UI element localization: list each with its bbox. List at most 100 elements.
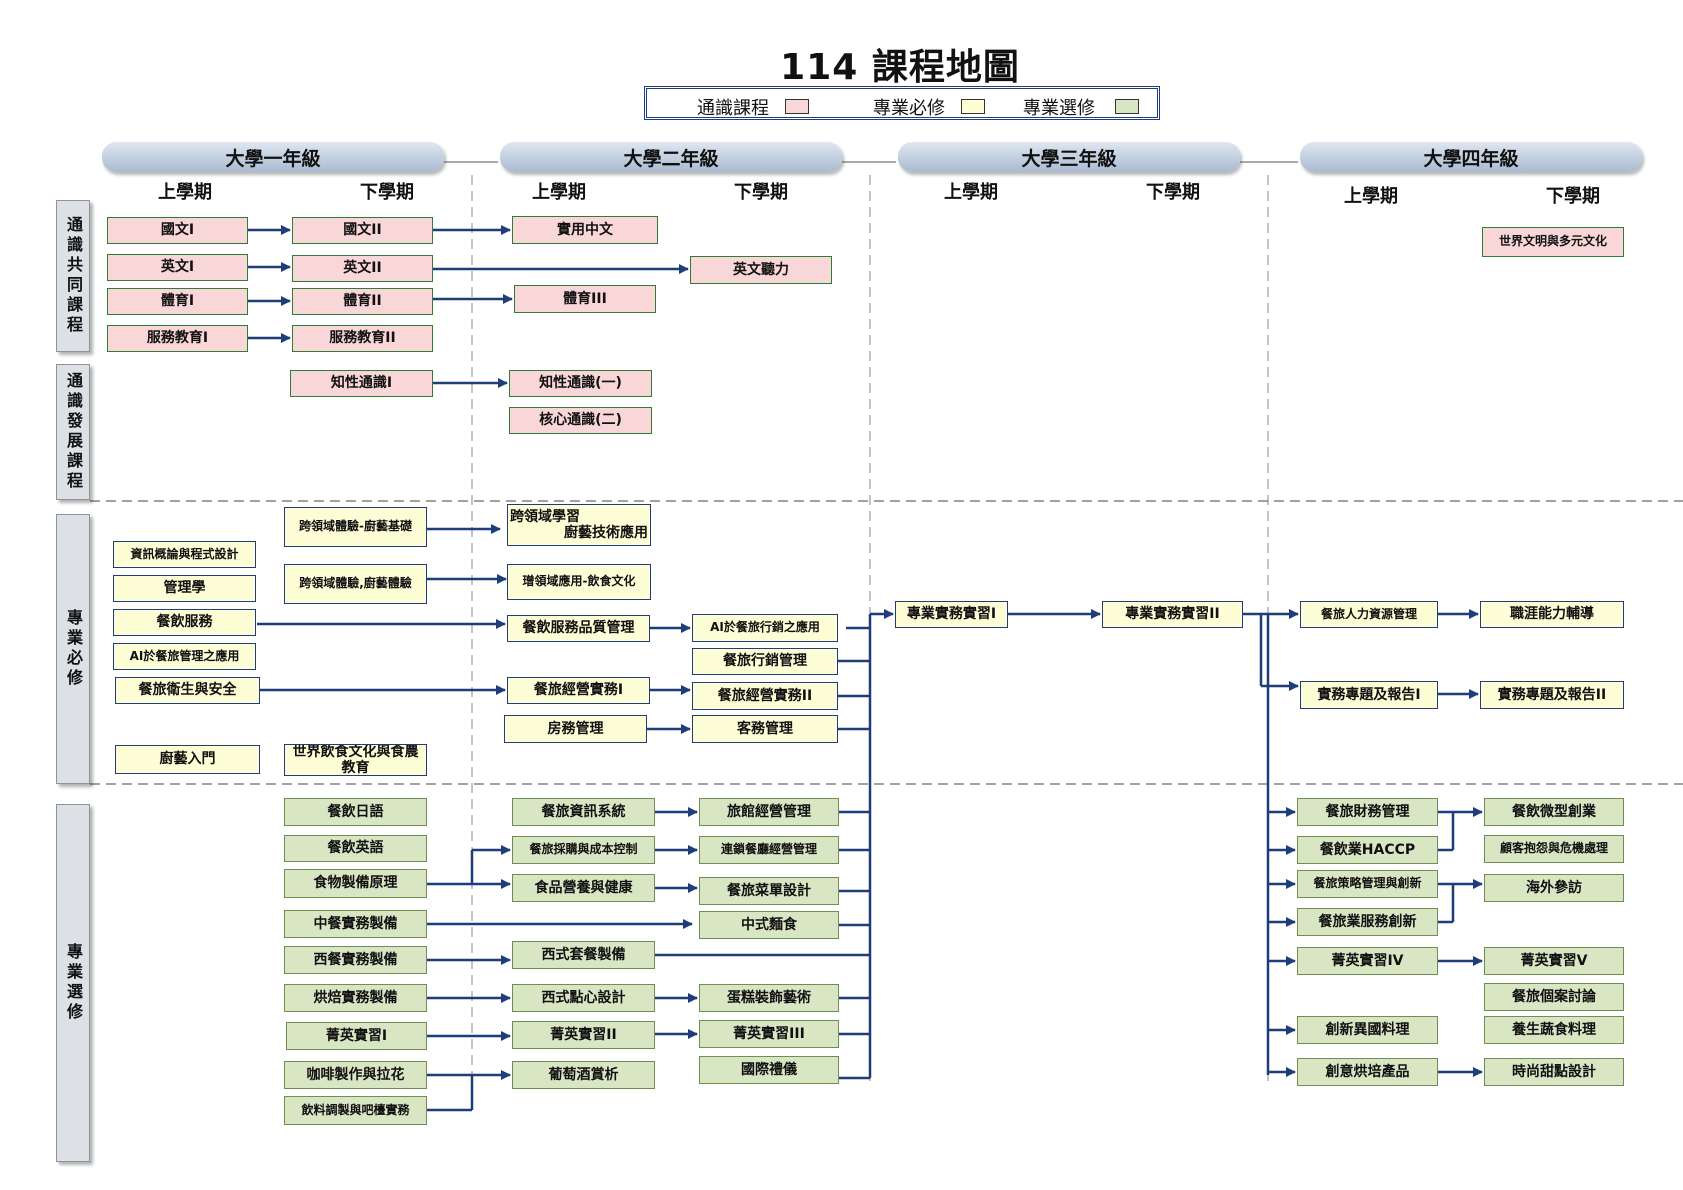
course-label: 餐旅個案討論 xyxy=(1512,988,1596,1005)
year-bar-1: 大學一年級 xyxy=(102,142,444,172)
course-label: 服務教育II xyxy=(329,330,396,347)
course-label: 英文II xyxy=(343,260,382,277)
semester-label-y4-lower: 下學期 xyxy=(1546,186,1600,207)
course-label: 英文I xyxy=(160,259,195,276)
course-label: 專業實務實習II xyxy=(1125,606,1220,623)
legend-label-elective: 專業選修 xyxy=(1023,98,1095,119)
course-box: 餐旅個案討論 xyxy=(1484,983,1624,1011)
course-box: 英文II xyxy=(292,255,433,282)
course-label: 菁英實習I xyxy=(325,1027,388,1044)
course-label: 餐飲英語 xyxy=(327,840,384,857)
course-box: AI於餐旅管理之應用 xyxy=(113,643,256,670)
course-box: 房務管理 xyxy=(504,715,647,743)
course-label: 專業實務實習I xyxy=(906,606,997,623)
course-box: 創意烘培產品 xyxy=(1297,1058,1438,1086)
course-box: 餐飲英語 xyxy=(284,835,427,862)
course-label: 體育III xyxy=(563,290,607,307)
course-box: 跨領域學習 廚藝技術應用 xyxy=(507,504,651,546)
course-box: 國文II xyxy=(292,217,433,244)
semester-label-y1-lower: 下學期 xyxy=(360,182,414,203)
category-label: 通識發展課程 xyxy=(64,372,83,492)
course-box: 體育I xyxy=(107,288,248,315)
course-box: 菁英實習V xyxy=(1484,947,1624,975)
course-box: 實用中文 xyxy=(512,216,658,244)
course-label: 職涯能力輔導 xyxy=(1510,606,1594,623)
course-box: 蛋糕裝飾藝術 xyxy=(699,984,839,1012)
course-label: 菁英實習IV xyxy=(1331,952,1404,969)
course-box: 餐旅財務管理 xyxy=(1297,798,1438,826)
course-label: 跨領域學習 xyxy=(510,508,580,525)
course-box: 國文I xyxy=(107,217,248,244)
course-label: 創意烘培產品 xyxy=(1325,1063,1410,1080)
course-box: 菁英實習I xyxy=(286,1022,427,1050)
semester-label-y1-upper: 上學期 xyxy=(158,182,212,203)
course-label: 餐飲服務 xyxy=(156,614,213,631)
course-box: 餐旅採購與成本控制 xyxy=(512,836,655,864)
year-bar-4: 大學四年級 xyxy=(1300,142,1642,172)
course-box: 體育III xyxy=(514,285,656,313)
course-box: 連鎖餐廳經營管理 xyxy=(699,836,839,864)
course-box: 專業實務實習II xyxy=(1102,601,1243,628)
course-label: 世界文明與多元文化 xyxy=(1498,234,1607,249)
arrows xyxy=(248,225,1483,1112)
course-label: 知性通識(一) xyxy=(539,375,622,392)
course-box: 飲料調製與吧檯實務 xyxy=(284,1096,427,1125)
semester-label-y3-upper: 上學期 xyxy=(944,182,998,203)
page-title: 114 課程地圖 xyxy=(780,47,1020,88)
course-label: 跨領域體驗,廚藝體驗 xyxy=(299,576,412,591)
course-box: 中式麵食 xyxy=(699,911,839,939)
course-label: 蛋糕裝飾藝術 xyxy=(727,989,811,1006)
course-box: 璔領域應用-飲食文化 xyxy=(507,564,651,600)
course-box: 旅館經營管理 xyxy=(699,798,839,826)
course-box: 餐旅菜單設計 xyxy=(699,877,839,905)
course-label: 菁英實習V xyxy=(1520,952,1588,969)
course-label: 中式麵食 xyxy=(741,916,797,933)
course-box: 餐旅業服務創新 xyxy=(1297,908,1438,936)
course-box: 烘焙實務製備 xyxy=(284,984,427,1012)
course-label: 創新異國料理 xyxy=(1325,1021,1410,1038)
course-label: 時尚甜點設計 xyxy=(1512,1063,1596,1080)
course-box: 菁英實習IV xyxy=(1297,947,1438,975)
course-label: 菁英實習II xyxy=(550,1026,617,1043)
course-label: 連鎖餐廳經營管理 xyxy=(720,842,817,857)
legend-swatch-general xyxy=(785,99,809,114)
course-box: 餐旅衛生與安全 xyxy=(115,677,260,704)
course-box: 西式點心設計 xyxy=(512,984,655,1012)
course-box: 資訊概論與程式設計 xyxy=(113,541,256,568)
course-box: 世界文明與多元文化 xyxy=(1482,227,1624,257)
course-label: 管理學 xyxy=(163,580,206,597)
course-label: 餐旅財務管理 xyxy=(1325,803,1410,820)
course-box: 時尚甜點設計 xyxy=(1484,1058,1624,1086)
course-label: 餐飲日語 xyxy=(327,803,384,820)
course-label: 養生蔬食料理 xyxy=(1512,1021,1596,1038)
course-label: 餐旅策略管理與創新 xyxy=(1313,876,1422,891)
course-label: 實務專題及報告II xyxy=(1497,686,1607,703)
course-box: 服務教育I xyxy=(107,325,248,352)
semester-label-y2-lower: 下學期 xyxy=(734,182,788,203)
course-label: 餐旅採購與成本控制 xyxy=(529,842,638,857)
course-box: 菁英實習III xyxy=(699,1020,839,1048)
course-label: 餐旅經營實務I xyxy=(533,682,624,699)
course-box: 服務教育II xyxy=(292,325,433,352)
course-box: 餐飲日語 xyxy=(284,798,427,826)
course-label: 葡萄酒賞析 xyxy=(548,1066,619,1083)
course-box: 英文聽力 xyxy=(690,256,832,284)
course-label: 烘焙實務製備 xyxy=(313,989,398,1006)
course-box: 核心通識(二) xyxy=(509,407,652,434)
course-label: 旅館經營管理 xyxy=(727,803,811,820)
course-label: 餐旅人力資源管理 xyxy=(1320,606,1417,621)
category-elective: 專業選修 xyxy=(56,804,90,1162)
category-required: 專業必修 xyxy=(56,514,90,784)
category-label: 專業選修 xyxy=(64,943,83,1023)
course-label: 餐旅行銷管理 xyxy=(723,653,807,670)
course-label: 餐飲服務品質管理 xyxy=(522,620,635,637)
course-label: 西餐實務製備 xyxy=(313,951,398,968)
course-box: 餐飲業HACCP xyxy=(1297,836,1438,864)
course-label: 國文II xyxy=(343,222,382,239)
course-box: 菁英實習II xyxy=(512,1021,655,1049)
course-label: 食品營養與健康 xyxy=(534,879,633,896)
course-label: 廚藝技術應用 xyxy=(564,525,648,541)
course-box: 餐飲服務品質管理 xyxy=(507,615,650,642)
course-label: AI於餐旅管理之應用 xyxy=(129,648,240,663)
